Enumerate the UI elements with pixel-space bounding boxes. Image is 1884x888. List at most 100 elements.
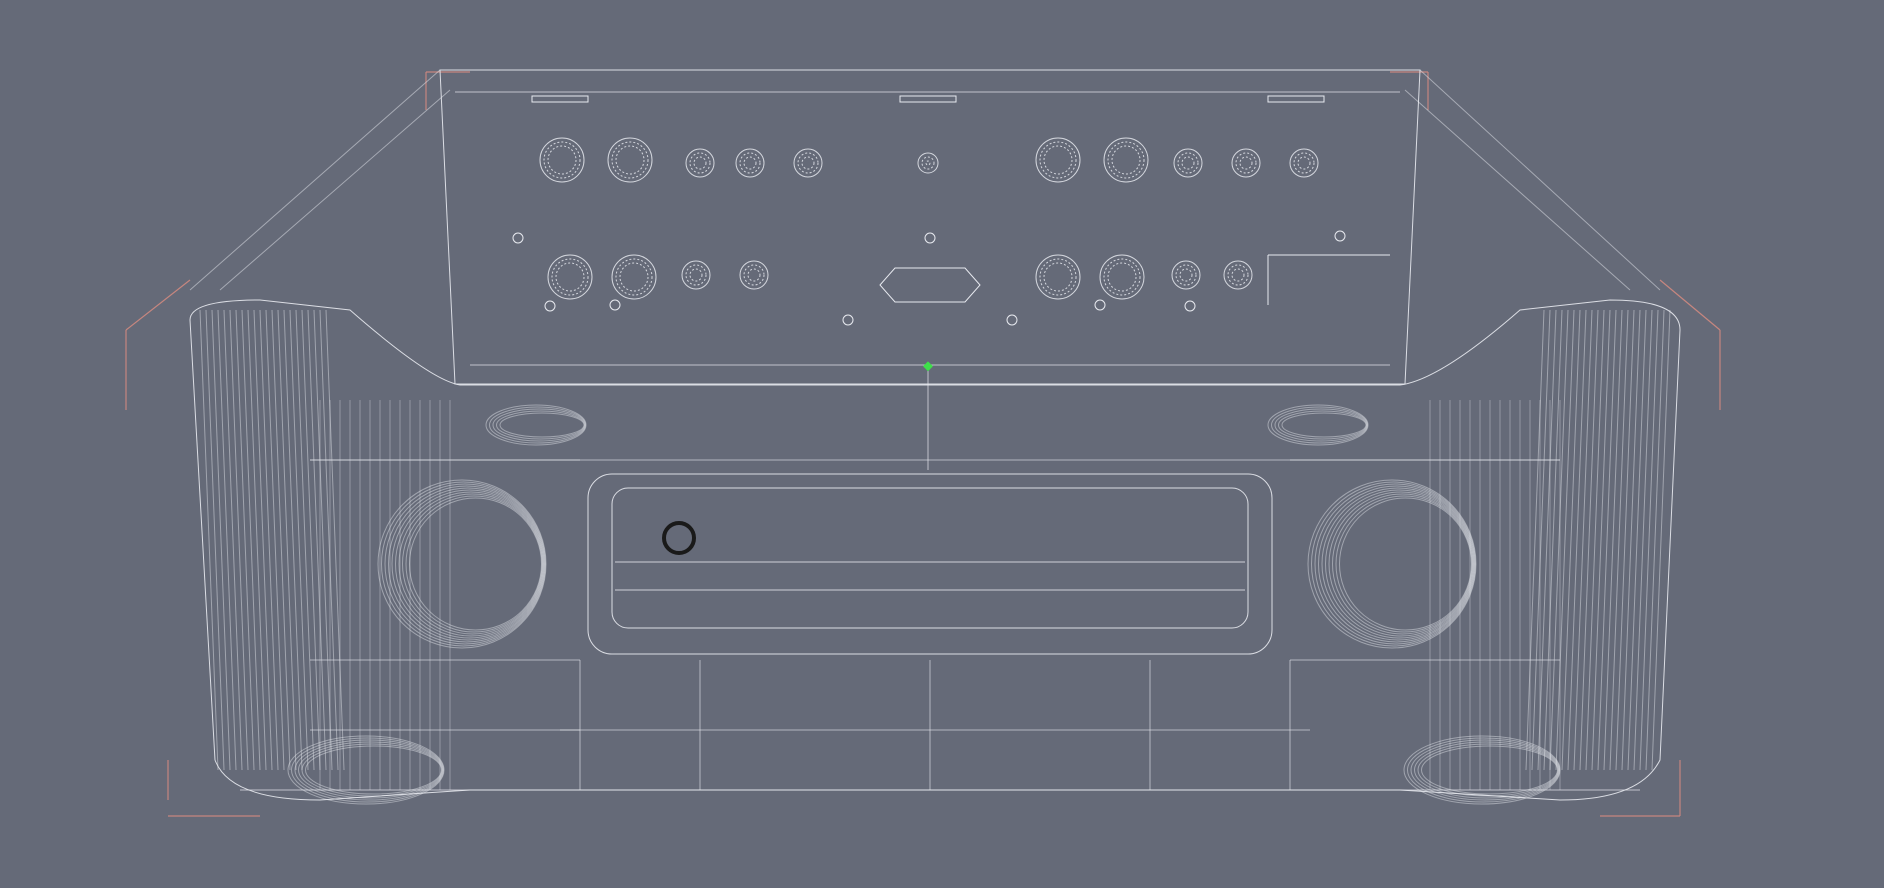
wire-edge — [1659, 279, 1721, 331]
wire-edge — [235, 309, 255, 771]
bounding-box — [125, 71, 1721, 817]
mount-bracket — [899, 95, 957, 103]
connector — [1223, 260, 1253, 290]
foot-right — [1407, 737, 1560, 803]
screw — [609, 299, 621, 311]
connector — [925, 160, 931, 166]
top-foot-left — [489, 406, 586, 444]
connector — [1231, 268, 1245, 282]
selected-knob[interactable] — [662, 521, 696, 555]
connector — [1235, 152, 1257, 174]
top-foot-right — [1281, 412, 1367, 438]
connector — [1043, 262, 1073, 292]
connector — [917, 152, 939, 174]
wire-edge — [307, 309, 327, 771]
side-hole-right — [1325, 489, 1474, 639]
connector — [689, 268, 703, 282]
wire-edge — [325, 309, 345, 771]
screw — [1184, 300, 1196, 312]
wire-edge — [1561, 309, 1581, 771]
connector — [1035, 254, 1081, 300]
side-hole-left — [391, 487, 545, 641]
side-hole-right — [1307, 479, 1477, 649]
foot-left — [294, 739, 444, 801]
wire-edge — [1621, 309, 1641, 771]
connector — [1039, 141, 1077, 179]
connector — [1103, 137, 1149, 183]
screw — [1094, 299, 1106, 311]
side-hole-left — [384, 483, 546, 645]
connector — [607, 137, 653, 183]
connector — [611, 141, 649, 179]
screw — [1334, 230, 1346, 242]
side-hole-left — [388, 485, 545, 643]
connector — [1111, 145, 1141, 175]
connector — [1175, 264, 1197, 286]
top-foot-left — [485, 404, 587, 446]
foot-right — [1403, 735, 1561, 805]
connector — [1107, 141, 1145, 179]
connector — [555, 262, 585, 292]
connector — [1179, 268, 1193, 282]
wire-edge — [1591, 309, 1611, 771]
power-inlet — [879, 267, 981, 303]
side-hole-right — [1332, 493, 1473, 635]
side-hole-right — [1314, 483, 1476, 645]
top-foot-right — [1274, 408, 1368, 442]
connector — [797, 152, 819, 174]
mount-bracket — [531, 95, 589, 103]
wire-edge — [1549, 309, 1569, 771]
wire-edge — [289, 309, 309, 771]
side-hole-left — [377, 479, 547, 649]
wire-edge — [319, 309, 339, 771]
side-hole-left — [409, 497, 542, 631]
wire-edge — [1645, 309, 1665, 771]
foot-left — [305, 745, 442, 795]
wire-edge — [295, 309, 315, 771]
connector — [1043, 145, 1073, 175]
wire-edge — [313, 309, 333, 771]
connector — [1035, 137, 1081, 183]
wire-edge — [1543, 309, 1563, 771]
connector — [1181, 156, 1195, 170]
connector — [547, 145, 577, 175]
connector — [739, 260, 769, 290]
connector — [1107, 262, 1137, 292]
connector — [539, 137, 585, 183]
side-hole-left — [402, 493, 543, 635]
connector — [551, 258, 589, 296]
wire-edge — [301, 309, 321, 771]
wire-edge — [259, 309, 279, 771]
side-hole-right — [1328, 491, 1474, 637]
connector — [801, 156, 815, 170]
side-hole-right — [1311, 481, 1476, 647]
connector — [685, 148, 715, 178]
wire-edge — [1531, 309, 1551, 771]
side-hole-left — [398, 491, 544, 637]
wire-edge — [125, 279, 191, 331]
wire-edge — [1603, 309, 1623, 771]
back-panel — [439, 69, 1421, 385]
wire-edge — [1651, 309, 1671, 771]
display-window — [611, 487, 1249, 629]
wire-edge — [217, 309, 237, 771]
side-hole-right — [1321, 487, 1475, 641]
wire-edge — [223, 309, 243, 771]
wire-edge — [205, 309, 225, 771]
screw — [512, 232, 524, 244]
foot-left — [298, 741, 443, 799]
wire-edge — [271, 309, 291, 771]
connector — [615, 145, 645, 175]
wire-edge — [1633, 309, 1653, 771]
connector — [1103, 258, 1141, 296]
connector — [1293, 152, 1315, 174]
top-foot-left — [499, 412, 585, 438]
wire-edge — [1597, 309, 1617, 771]
pivot-point-icon[interactable] — [923, 361, 933, 372]
wire-edge — [1585, 309, 1605, 771]
connector — [681, 260, 711, 290]
screw — [544, 300, 556, 312]
connector — [547, 254, 593, 300]
